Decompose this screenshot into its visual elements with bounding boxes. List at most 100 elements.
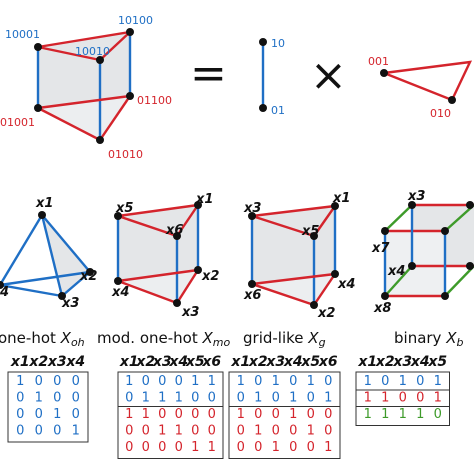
matrix-cell: 0 bbox=[208, 424, 216, 439]
matrix-header-x4: x4 bbox=[283, 354, 303, 370]
matrix-cell: 1 bbox=[237, 374, 245, 389]
matrix-header-x2: x2 bbox=[248, 354, 268, 370]
matrix-cell: 1 bbox=[53, 407, 61, 422]
matrix-cell: 1 bbox=[16, 374, 24, 389]
caption-mod-one-hot: mod. one-hot Xmo bbox=[97, 329, 231, 349]
matrix-cell: 1 bbox=[381, 391, 389, 406]
matrix-cell: 1 bbox=[142, 407, 150, 422]
prism-label-01010: 01010 bbox=[108, 148, 143, 161]
matrix-cell: 0 bbox=[191, 424, 199, 439]
matrix-cell: 1 bbox=[208, 440, 216, 455]
matrix-cell: 1 bbox=[254, 424, 262, 439]
matrix-cell: 0 bbox=[272, 391, 280, 406]
triangle-label-010: 010 bbox=[430, 107, 451, 120]
matrix-cell: 0 bbox=[254, 407, 262, 422]
matrix-cell: 1 bbox=[35, 391, 43, 406]
matrix-cell: 0 bbox=[125, 440, 133, 455]
matrix-cell: 1 bbox=[434, 391, 442, 406]
caption-grid-like: grid-like Xg bbox=[243, 329, 326, 349]
matrix-cell: 1 bbox=[158, 424, 166, 439]
matrix-cell: 1 bbox=[125, 374, 133, 389]
prism-label-10010: 10010 bbox=[75, 45, 110, 58]
node-label-x1: x1 bbox=[332, 191, 350, 206]
matrix-cell: 1 bbox=[208, 374, 216, 389]
matrix-header-x2: x2 bbox=[375, 354, 395, 370]
matrix-cell: 0 bbox=[208, 391, 216, 406]
matrix-cell: 0 bbox=[307, 391, 315, 406]
node-label-x2: x2 bbox=[201, 269, 219, 284]
matrix-cell: 1 bbox=[289, 407, 297, 422]
line-label-10: 10 bbox=[271, 37, 285, 50]
matrix-cell: 1 bbox=[416, 407, 424, 422]
node-label-x4: 4 bbox=[0, 285, 9, 300]
node-label-x2: x2 bbox=[79, 269, 97, 284]
matrix-cell: 0 bbox=[191, 391, 199, 406]
matrix-header-x2: x2 bbox=[135, 354, 155, 370]
caption-binary: binary Xb bbox=[394, 329, 463, 349]
node-label-x7: x7 bbox=[371, 241, 390, 256]
matrix-cell: 0 bbox=[53, 391, 61, 406]
matrix-frame bbox=[117, 371, 224, 459]
matrix-cell: 1 bbox=[175, 391, 183, 406]
matrix-cell: 0 bbox=[289, 374, 297, 389]
panel-binary-graph: x3 x7 x4 x8 bbox=[371, 189, 474, 316]
matrix-cell: 0 bbox=[289, 440, 297, 455]
matrix-cell: 0 bbox=[254, 374, 262, 389]
matrix-cell: 0 bbox=[399, 391, 407, 406]
panel-mod-one-hot-graph: x1 x2 x3 x4 x5 x6 bbox=[111, 192, 219, 320]
matrix-cell: 1 bbox=[399, 374, 407, 389]
matrix-header-x4: x4 bbox=[168, 354, 188, 370]
node-label-x2: x2 bbox=[317, 306, 335, 321]
node-label-x6: x6 bbox=[243, 288, 261, 303]
matrix-cell: 1 bbox=[191, 374, 199, 389]
node-label-x5: x5 bbox=[115, 201, 133, 216]
prism-label-10100: 10100 bbox=[118, 14, 153, 27]
matrix-cell: 0 bbox=[16, 391, 24, 406]
matrix-cell: 0 bbox=[35, 407, 43, 422]
matrix-header-x3: x3 bbox=[265, 354, 285, 370]
node-label-x4: x4 bbox=[337, 277, 355, 292]
matrix-cell: 1 bbox=[289, 391, 297, 406]
matrix-cell: 0 bbox=[175, 440, 183, 455]
node-label-x3: x3 bbox=[61, 296, 79, 311]
matrix-cell: 0 bbox=[158, 374, 166, 389]
matrix-cell: 0 bbox=[324, 424, 332, 439]
matrix-cell: 0 bbox=[158, 440, 166, 455]
matrix-cell: 0 bbox=[324, 374, 332, 389]
matrix-cell: 0 bbox=[272, 424, 280, 439]
matrix-cell: 0 bbox=[72, 374, 80, 389]
matrix-header-x3: x3 bbox=[47, 354, 67, 370]
matrix-cell: 0 bbox=[16, 407, 24, 422]
matrix-cell: 0 bbox=[381, 374, 389, 389]
matrix-cell: 1 bbox=[324, 391, 332, 406]
matrix-cell: 1 bbox=[175, 424, 183, 439]
matrix-cell: 0 bbox=[434, 407, 442, 422]
node-label-x1: x1 bbox=[35, 196, 53, 211]
matrix-frame bbox=[7, 371, 89, 443]
node-label-x4: x4 bbox=[387, 264, 405, 279]
matrix-cell: 1 bbox=[307, 374, 315, 389]
matrix-cell: 0 bbox=[125, 391, 133, 406]
matrix-header-x1: x1 bbox=[119, 354, 139, 370]
matrix-cell: 0 bbox=[208, 407, 216, 422]
matrix-cell: 1 bbox=[272, 374, 280, 389]
matrix-cell: 0 bbox=[72, 407, 80, 422]
matrix-cell: 1 bbox=[381, 407, 389, 422]
matrix-cell: 0 bbox=[307, 407, 315, 422]
matrix-cell: 0 bbox=[289, 424, 297, 439]
matrix-cell: 0 bbox=[175, 374, 183, 389]
times-sign: × bbox=[310, 50, 347, 101]
matrix-cell: 0 bbox=[272, 407, 280, 422]
triangle-label-001: 001 bbox=[368, 55, 389, 68]
line-label-01: 01 bbox=[271, 104, 285, 117]
top-prism: 10001 10100 10010 01001 01100 01010 bbox=[0, 14, 172, 161]
panel-grid-like-graph: x1 x2 x3 x4 x5 x6 bbox=[243, 191, 355, 321]
caption-one-hot: one-hot Xoh bbox=[0, 329, 85, 349]
matrix-header-x5: x5 bbox=[300, 354, 320, 370]
matrix-cell: 1 bbox=[364, 391, 372, 406]
matrix-cell: 0 bbox=[237, 424, 245, 439]
matrix-cell: 0 bbox=[142, 440, 150, 455]
